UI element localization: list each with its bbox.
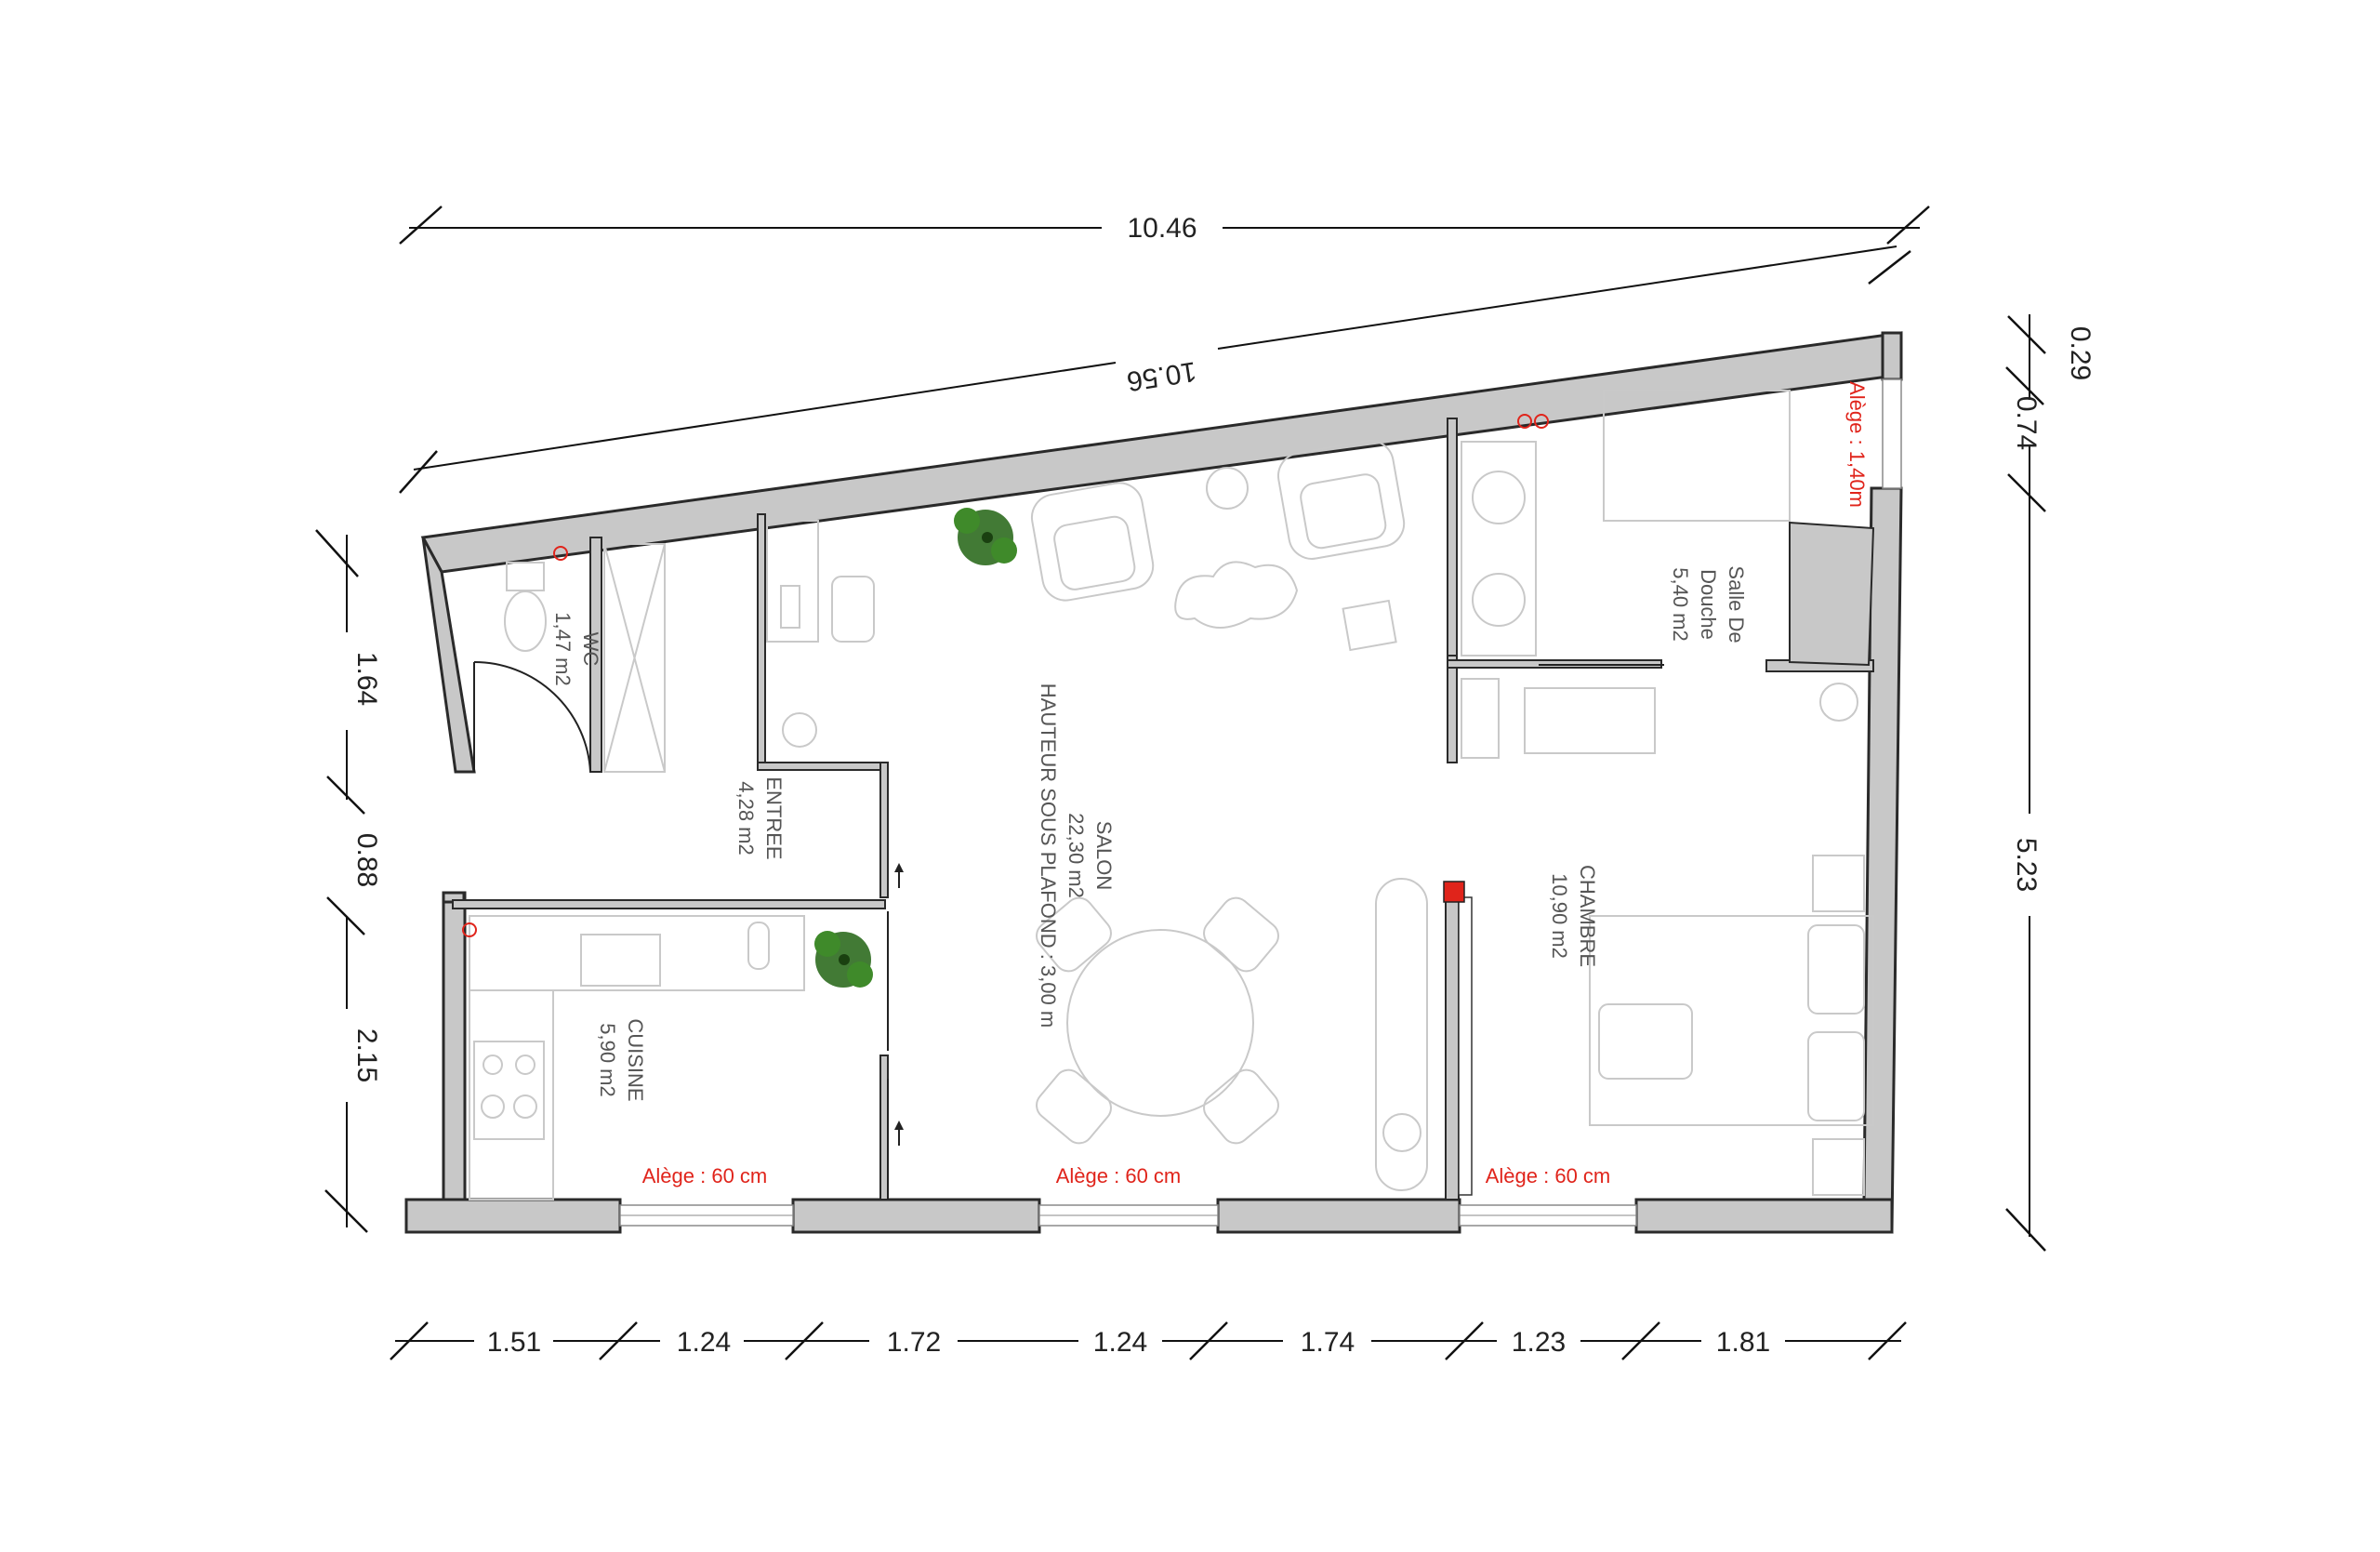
sill-label-chambre: Alège : 60 cm xyxy=(1486,1164,1611,1187)
ceiling-height-note: HAUTEUR SOUS PLAFOND : 3,00 m xyxy=(1037,683,1060,1028)
shower-tray-icon xyxy=(603,543,666,773)
kitchen-counter xyxy=(469,915,805,991)
room-name: WC xyxy=(579,632,602,667)
pouf-icon xyxy=(1342,599,1397,652)
desk-icon xyxy=(766,520,819,643)
cooktop-icon xyxy=(473,1041,545,1140)
room-area: 5,40 m2 xyxy=(1669,567,1692,642)
ceiling-fan-icon xyxy=(1382,1113,1421,1152)
rug-icon xyxy=(1174,561,1299,629)
room-label-chambre: CHAMBRE 10,90 m2 xyxy=(1548,865,1599,967)
room-name-line1: Salle De xyxy=(1725,565,1748,643)
room-area: 1,47 m2 xyxy=(551,612,575,686)
room-label-salle-de-douche: Salle De Douche 5,40 m2 xyxy=(1669,565,1748,643)
vanity-icon xyxy=(1461,441,1537,657)
dim-bottom-3: 1.72 xyxy=(887,1327,941,1358)
room-area: 4,28 m2 xyxy=(734,781,758,856)
washbasin-icon xyxy=(1472,471,1526,524)
dimension-lines xyxy=(315,206,2046,1360)
bed-icon xyxy=(1589,855,1874,1196)
room-area: 22,30 m2 xyxy=(1064,813,1088,898)
room-area: 5,90 m2 xyxy=(596,1023,619,1097)
room-name: CHAMBRE xyxy=(1576,865,1599,967)
sill-label-bathroom: Alège : 1,40m xyxy=(1845,381,1869,508)
dim-bottom-6: 1.23 xyxy=(1512,1327,1566,1358)
room-label-wc: WC 1,47 m2 xyxy=(551,612,602,686)
nightstand-icon xyxy=(1812,1138,1865,1196)
dim-top-outer: 10.46 xyxy=(1127,213,1197,244)
nightstand-icon xyxy=(1812,855,1865,912)
toilet-icon xyxy=(504,562,547,652)
plant-icon xyxy=(814,931,873,988)
red-markers xyxy=(462,414,1549,937)
tap-icon xyxy=(747,922,770,970)
arrow-icons xyxy=(894,863,904,1146)
room-label-cuisine: CUISINE 5,90 m2 xyxy=(596,1018,647,1101)
drain-marker-icon xyxy=(553,546,568,561)
desk-chair-icon xyxy=(831,576,875,643)
kitchen-side-counter xyxy=(469,989,554,1200)
armchair-icon xyxy=(1030,482,1155,602)
doors xyxy=(473,660,1664,1200)
sofa-icon xyxy=(1375,878,1428,1191)
radiator xyxy=(1443,881,1473,1196)
room-name: CUISINE xyxy=(624,1018,647,1101)
towel-rack-icon xyxy=(1461,678,1500,759)
dim-left-top: 1.64 xyxy=(351,652,382,706)
dim-left-bottom: 2.15 xyxy=(351,1028,382,1082)
drain-marker-icon xyxy=(1534,414,1549,429)
dim-right-bottom: 5.23 xyxy=(2011,838,2042,892)
dim-bottom-5: 1.74 xyxy=(1301,1327,1355,1358)
chimney-duct-icon xyxy=(1443,881,1465,903)
room-name: SALON xyxy=(1092,821,1116,891)
plant-icon xyxy=(954,508,1017,565)
ceiling-fan-icon xyxy=(782,712,817,748)
shower-icon xyxy=(1603,390,1791,522)
ceiling-fan-icon xyxy=(1819,683,1858,722)
room-name: ENTREE xyxy=(762,776,786,859)
room-area: 10,90 m2 xyxy=(1548,873,1571,959)
side-table-icon xyxy=(1206,467,1249,510)
windows xyxy=(619,378,1902,1227)
dim-bottom-2: 1.24 xyxy=(677,1327,731,1358)
sill-label-salon: Alège : 60 cm xyxy=(1056,1164,1182,1187)
interior-walls xyxy=(452,418,1875,1200)
dim-top-inner: 10.56 xyxy=(1125,355,1198,396)
room-label-entree: ENTREE 4,28 m2 xyxy=(734,776,786,859)
dim-bottom-7: 1.81 xyxy=(1716,1327,1770,1358)
drain-marker-icon xyxy=(1517,414,1532,429)
sill-label-kitchen: Alège : 60 cm xyxy=(642,1164,768,1187)
dim-left-mid: 0.88 xyxy=(351,833,382,887)
room-label-salon: SALON 22,30 m2 HAUTEUR SOUS PLAFOND : 3,… xyxy=(1037,683,1116,1028)
dim-bottom-4: 1.24 xyxy=(1093,1327,1147,1358)
wardrobe-icon xyxy=(1524,687,1656,754)
armchair-icon xyxy=(1277,439,1406,560)
dim-right-top: 0.29 xyxy=(2065,326,2096,380)
sink-icon xyxy=(580,934,661,987)
dining-table-icon xyxy=(1036,896,1279,1145)
room-name-line2: Douche xyxy=(1697,569,1720,640)
dim-bottom-1: 1.51 xyxy=(487,1327,541,1358)
washbasin-icon xyxy=(1472,573,1526,627)
drain-marker-icon xyxy=(462,922,477,937)
furniture xyxy=(469,390,1874,1200)
dim-right-mid: 0.74 xyxy=(2011,396,2042,450)
